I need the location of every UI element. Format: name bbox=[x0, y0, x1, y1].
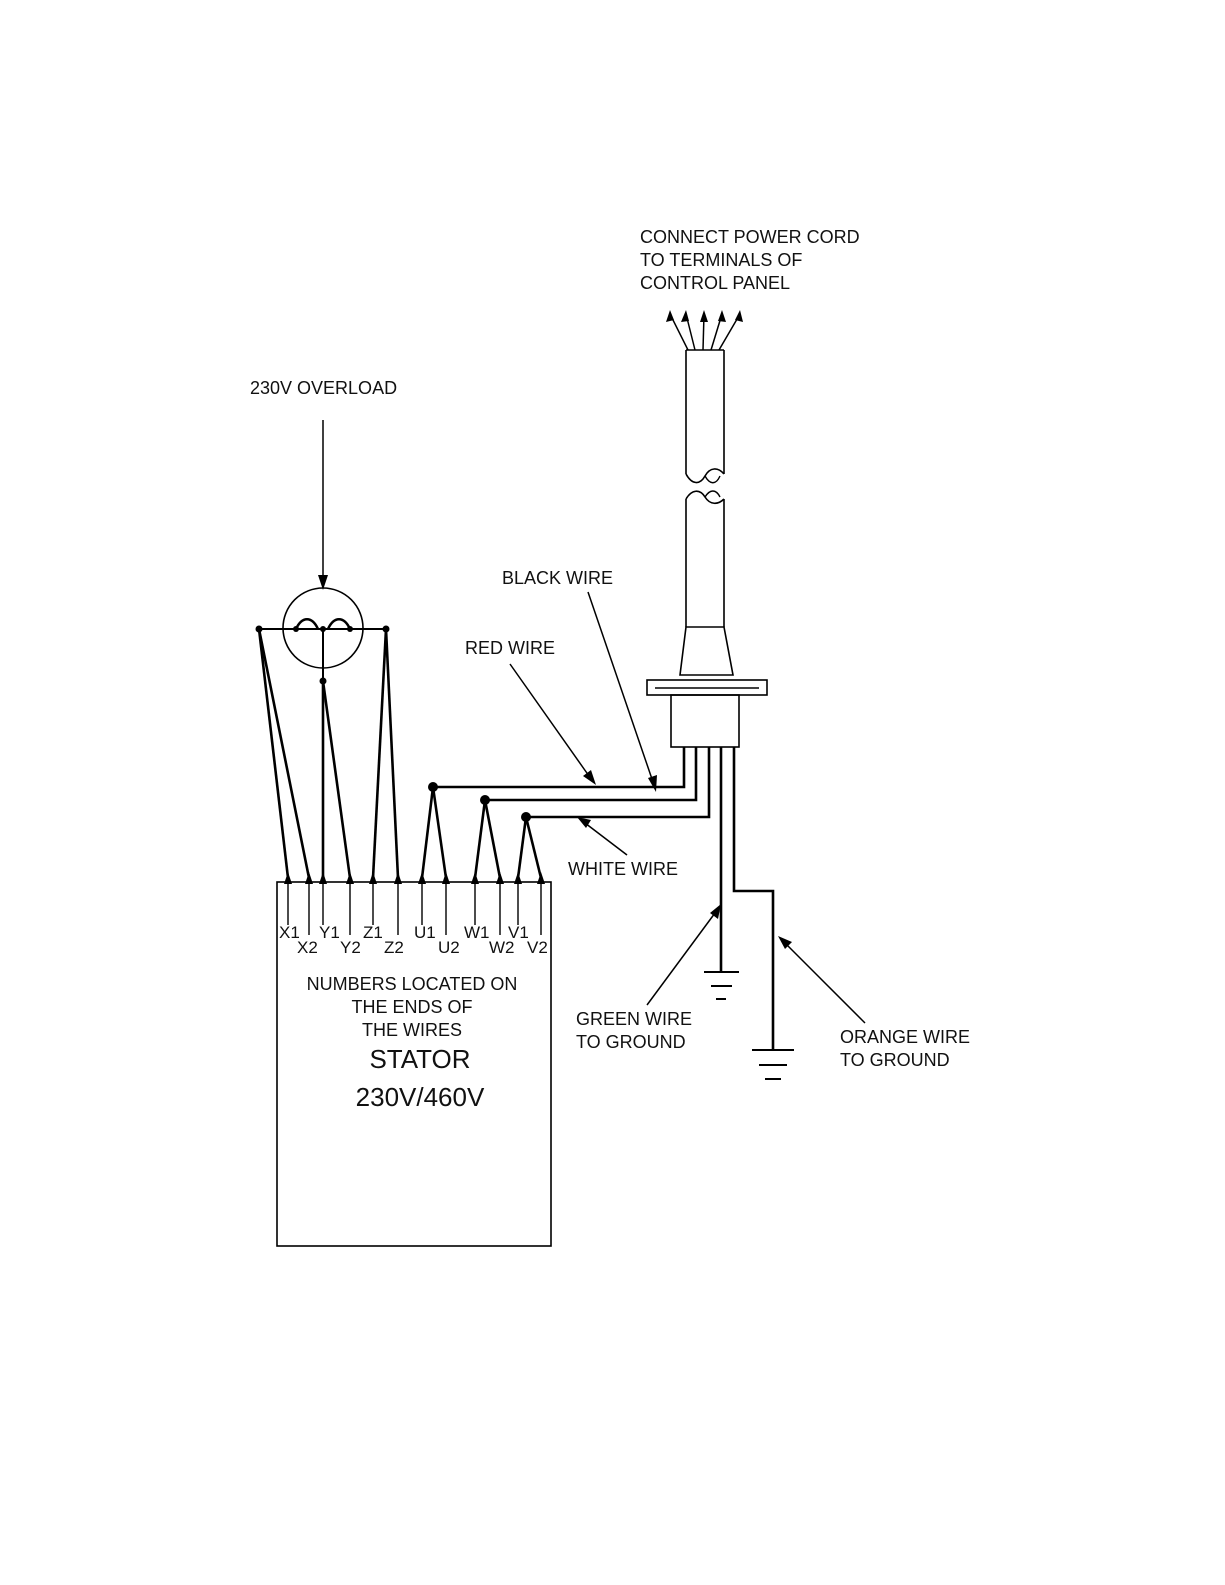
green-wire-label-line1: GREEN WIRE bbox=[576, 1009, 692, 1029]
overload-symbol bbox=[256, 588, 390, 685]
overload-leads bbox=[259, 629, 398, 878]
orange-wire-label: ORANGE WIRE TO GROUND bbox=[840, 1027, 970, 1070]
green-wire-pointer bbox=[647, 904, 721, 1005]
overload-pointer bbox=[318, 420, 328, 590]
power-cord-label-line3: CONTROL PANEL bbox=[640, 273, 790, 293]
orange-wire-label-line2: TO GROUND bbox=[840, 1050, 950, 1070]
terminal-x2: X2 bbox=[297, 938, 318, 957]
orange-wire-pointer bbox=[778, 936, 865, 1023]
black-wire-label: BLACK WIRE bbox=[502, 568, 613, 588]
numbers-note-line3: THE WIRES bbox=[362, 1020, 462, 1040]
white-wire-label: WHITE WIRE bbox=[568, 859, 678, 879]
terminal-y2: Y2 bbox=[340, 938, 361, 957]
numbers-note-line2: THE ENDS OF bbox=[351, 997, 472, 1017]
terminal-z1: Z1 bbox=[363, 923, 383, 942]
green-wire-label-line2: TO GROUND bbox=[576, 1032, 686, 1052]
ground-icon-green bbox=[704, 972, 739, 999]
stator-title: STATOR 230V/460V bbox=[356, 1044, 485, 1112]
power-cord-label-line2: TO TERMINALS OF bbox=[640, 250, 802, 270]
terminal-u2: U2 bbox=[438, 938, 460, 957]
terminal-w2: W2 bbox=[489, 938, 515, 957]
overload-label: 230V OVERLOAD bbox=[250, 378, 397, 398]
terminal-z2: Z2 bbox=[384, 938, 404, 957]
power-cord-label: CONNECT POWER CORD TO TERMINALS OF CONTR… bbox=[640, 227, 860, 293]
numbers-note: NUMBERS LOCATED ON THE ENDS OF THE WIRES bbox=[307, 974, 518, 1040]
green-wire-label: GREEN WIRE TO GROUND bbox=[576, 1009, 692, 1052]
numbers-note-line1: NUMBERS LOCATED ON bbox=[307, 974, 518, 994]
power-cord bbox=[647, 310, 767, 747]
orange-wire-label-line1: ORANGE WIRE bbox=[840, 1027, 970, 1047]
stator-title-line1: STATOR bbox=[369, 1044, 470, 1074]
terminal-v2: V2 bbox=[527, 938, 548, 957]
terminal-y1: Y1 bbox=[319, 923, 340, 942]
stator-title-line2: 230V/460V bbox=[356, 1082, 485, 1112]
terminal-w1: W1 bbox=[464, 923, 490, 942]
ground-leads bbox=[721, 747, 773, 1050]
white-wire-pointer bbox=[577, 817, 627, 855]
ground-icon-orange bbox=[752, 1050, 794, 1079]
red-wire-pointer bbox=[510, 664, 596, 785]
terminal-u1: U1 bbox=[414, 923, 436, 942]
power-cord-label-line1: CONNECT POWER CORD bbox=[640, 227, 860, 247]
red-wire-label: RED WIRE bbox=[465, 638, 555, 658]
cord-arrowheads bbox=[666, 310, 743, 322]
